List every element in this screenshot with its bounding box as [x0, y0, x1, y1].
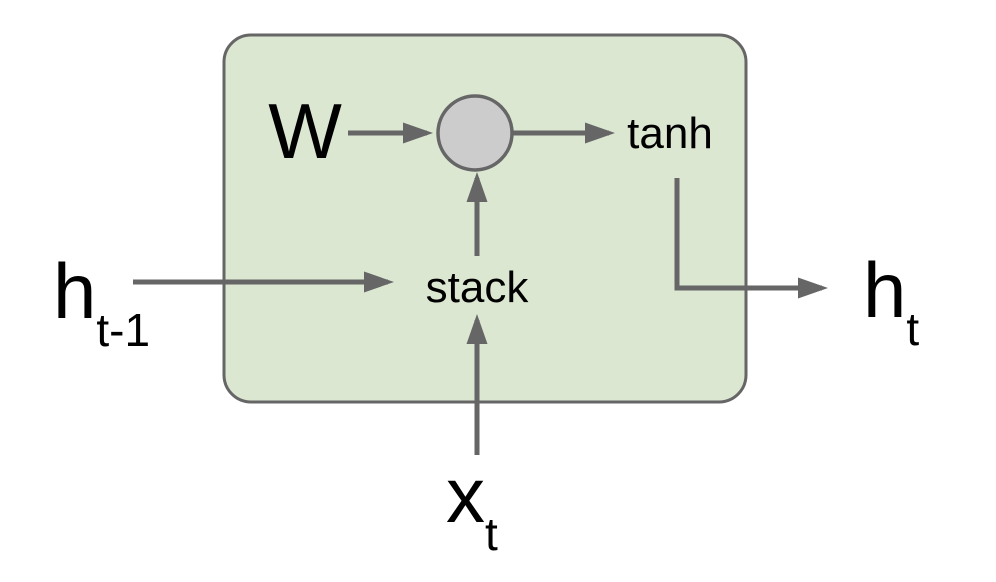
hidden-prev-label: ht-1 [53, 252, 150, 353]
hidden-next-label: ht [863, 251, 919, 352]
hidden-prev-base: h [53, 247, 97, 335]
input-subscript: t [485, 508, 498, 560]
hidden-next-subscript: t [906, 303, 920, 355]
hidden-prev-subscript: t-1 [96, 304, 151, 356]
input-label: xt [446, 456, 498, 557]
weight-label: W [268, 87, 342, 175]
hidden-next-base: h [863, 246, 907, 334]
input-base: x [446, 451, 485, 539]
output-arrow [674, 178, 828, 299]
multiply-node [436, 94, 514, 172]
cell-box [222, 33, 748, 404]
stack-label: stack [425, 263, 529, 312]
activation-label: tanh [627, 109, 713, 158]
